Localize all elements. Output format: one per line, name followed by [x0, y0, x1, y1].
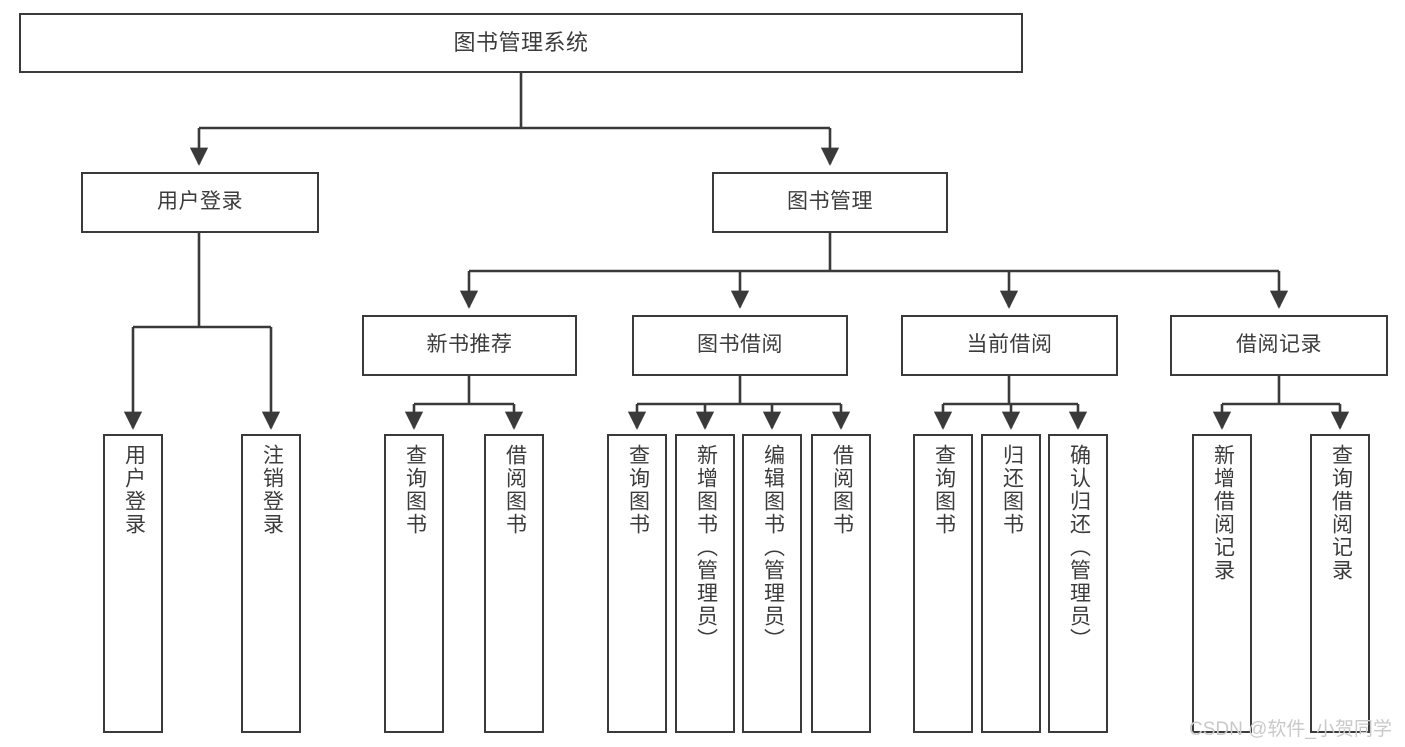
- csdn-watermark: CSDN @软件_小贺同学: [1189, 719, 1392, 740]
- leaf-new-book-query-book[interactable]: 查询图书: [384, 434, 444, 733]
- node-root-library-system[interactable]: 图书管理系统: [19, 13, 1023, 73]
- node-label: 注销登录: [260, 444, 284, 536]
- node-new-book-recommend[interactable]: 新书推荐: [362, 315, 577, 376]
- node-label: 图书管理: [787, 190, 873, 214]
- node-label: 确认归还（管理员）: [1067, 444, 1091, 651]
- node-label: 图书借阅: [697, 333, 783, 357]
- node-book-borrow[interactable]: 图书借阅: [632, 315, 848, 376]
- leaf-book-borrow-add-book-admin[interactable]: 新增图书（管理员）: [675, 434, 735, 733]
- node-borrow-record[interactable]: 借阅记录: [1170, 315, 1388, 376]
- node-label: 借阅记录: [1236, 333, 1322, 357]
- leaf-book-borrow-query-book[interactable]: 查询图书: [607, 434, 667, 733]
- node-user-login[interactable]: 用户登录: [81, 172, 319, 233]
- node-label: 新书推荐: [426, 333, 513, 357]
- node-label: 查询图书: [932, 444, 956, 536]
- node-label: 编辑图书（管理员）: [761, 444, 785, 651]
- node-label: 借阅图书: [830, 444, 854, 536]
- node-label: 查询图书: [403, 444, 427, 536]
- node-label: 用户登录: [122, 444, 146, 536]
- leaf-current-borrow-query-book[interactable]: 查询图书: [913, 434, 973, 733]
- node-label: 新增图书（管理员）: [694, 444, 718, 651]
- leaf-user-login-logout[interactable]: 注销登录: [241, 434, 301, 733]
- leaf-new-book-borrow-book[interactable]: 借阅图书: [484, 434, 544, 733]
- leaf-borrow-record-add-record[interactable]: 新增借阅记录: [1192, 434, 1252, 733]
- leaf-user-login-login[interactable]: 用户登录: [103, 434, 163, 733]
- node-label: 归还图书: [1000, 444, 1024, 536]
- node-current-borrow[interactable]: 当前借阅: [901, 315, 1118, 376]
- node-label: 图书管理系统: [453, 30, 589, 56]
- node-label: 查询图书: [626, 444, 650, 536]
- leaf-book-borrow-borrow-book[interactable]: 借阅图书: [811, 434, 871, 733]
- leaf-borrow-record-query-record[interactable]: 查询借阅记录: [1310, 434, 1370, 733]
- node-label: 用户登录: [157, 190, 243, 214]
- node-label: 查询借阅记录: [1329, 444, 1353, 582]
- node-book-management[interactable]: 图书管理: [712, 172, 948, 233]
- node-label: 新增借阅记录: [1211, 444, 1235, 582]
- node-label: 当前借阅: [966, 333, 1053, 357]
- leaf-book-borrow-edit-book-admin[interactable]: 编辑图书（管理员）: [742, 434, 802, 733]
- leaf-current-borrow-confirm-return-admin[interactable]: 确认归还（管理员）: [1048, 434, 1108, 733]
- leaf-current-borrow-return-book[interactable]: 归还图书: [981, 434, 1041, 733]
- node-label: 借阅图书: [503, 444, 527, 536]
